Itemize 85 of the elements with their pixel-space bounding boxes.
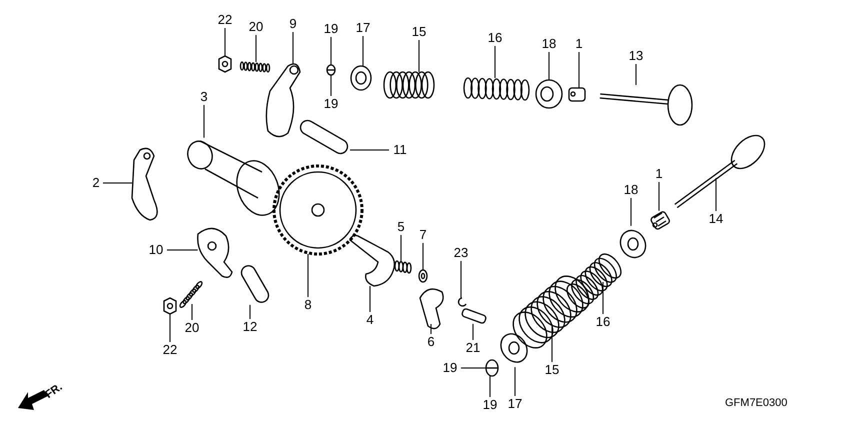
hex-nut-drawing — [163, 297, 177, 315]
stud-bolt-drawing — [240, 61, 270, 73]
bolt-drawing — [460, 307, 488, 325]
leader-line — [292, 32, 294, 64]
washer-drawing — [418, 269, 428, 283]
callout-number: 16 — [488, 31, 502, 45]
plate-drawing — [419, 288, 444, 330]
valve-cotter-drawing — [485, 359, 499, 377]
valve-stem-seal-drawing — [500, 333, 528, 363]
leader-line — [630, 198, 632, 226]
leader-line — [472, 323, 474, 340]
rocker-shaft-drawing — [297, 117, 351, 157]
callout-number: 11 — [393, 143, 407, 157]
callout-number: 9 — [289, 17, 297, 31]
leader-line — [430, 324, 432, 334]
callout-number: 22 — [218, 13, 232, 27]
callout-number: 3 — [200, 90, 208, 104]
callout-number: 17 — [508, 397, 522, 411]
callout-number: 2 — [92, 176, 100, 190]
direction-label: FR. — [43, 381, 65, 401]
snap-ring-drawing — [458, 297, 466, 307]
valve-spring-drawing — [566, 253, 622, 309]
callout-number: 17 — [356, 21, 370, 35]
callout-number: 7 — [419, 228, 427, 242]
valve-spring-drawing — [383, 71, 435, 99]
callout-number: 19 — [442, 361, 458, 375]
callout-number: 10 — [148, 243, 164, 257]
pin-drawing — [238, 262, 272, 306]
valve-stem-seal-drawing — [350, 65, 372, 91]
callout-number: 20 — [184, 321, 200, 335]
callout-number: 19 — [324, 22, 338, 36]
leader-line — [548, 52, 550, 80]
valve-drawing — [674, 134, 766, 208]
leader-line — [330, 36, 332, 66]
spring-retainer-drawing — [535, 79, 563, 109]
leader-line — [330, 74, 332, 96]
leader-line — [224, 28, 226, 56]
valve-cotter-drawing — [649, 210, 672, 231]
cam-sprocket-drawing — [272, 164, 364, 256]
callout-number: 16 — [596, 315, 610, 329]
callout-number: 6 — [427, 335, 435, 349]
callout-number: 15 — [544, 363, 560, 377]
callout-number: 13 — [628, 49, 644, 63]
valve-spring-drawing — [463, 77, 530, 101]
leader-line — [494, 46, 496, 78]
valve-cotter-drawing — [326, 64, 336, 76]
leader-line — [658, 182, 660, 212]
callout-number: 18 — [542, 37, 556, 51]
leader-line — [602, 282, 604, 314]
callout-number: 19 — [482, 398, 498, 412]
decompressor-arm-drawing — [349, 234, 396, 287]
leader-line — [400, 234, 402, 262]
torsion-spring-drawing — [394, 260, 412, 274]
callout-number: 5 — [397, 220, 405, 234]
spring-retainer-drawing — [620, 230, 646, 258]
rocker-arm-drawing — [266, 63, 301, 138]
drawing-code: GFM7E0300 — [725, 397, 788, 409]
valve-spring-drawing — [512, 276, 590, 348]
callout-number: 4 — [366, 313, 374, 327]
leader-line — [460, 260, 462, 298]
callout-number: 12 — [242, 320, 258, 334]
callout-number: 8 — [304, 298, 312, 312]
leader-line — [578, 52, 580, 88]
camshaft-drawing — [187, 140, 280, 216]
leader-line — [362, 36, 364, 66]
callout-number: 1 — [575, 37, 583, 51]
callout-number: 22 — [162, 343, 178, 357]
leader-line — [102, 182, 132, 184]
valve-cotter-drawing — [568, 87, 586, 102]
callout-number: 18 — [624, 183, 638, 197]
callout-number: 23 — [454, 246, 468, 260]
leader-line — [418, 40, 420, 72]
callout-number: 14 — [708, 212, 724, 226]
callout-number: 20 — [248, 20, 264, 34]
rocker-arm-drawing — [197, 228, 233, 278]
callout-number: 15 — [412, 25, 426, 39]
hex-nut-drawing — [218, 55, 232, 73]
leader-line — [514, 366, 516, 396]
stud-bolt-drawing — [179, 281, 203, 308]
valve-drawing — [600, 84, 693, 126]
bracket-drawing — [131, 148, 158, 221]
callout-number: 1 — [655, 167, 663, 181]
leader-line — [422, 242, 424, 270]
callout-number: 19 — [324, 97, 338, 111]
callout-number: 21 — [466, 341, 480, 355]
